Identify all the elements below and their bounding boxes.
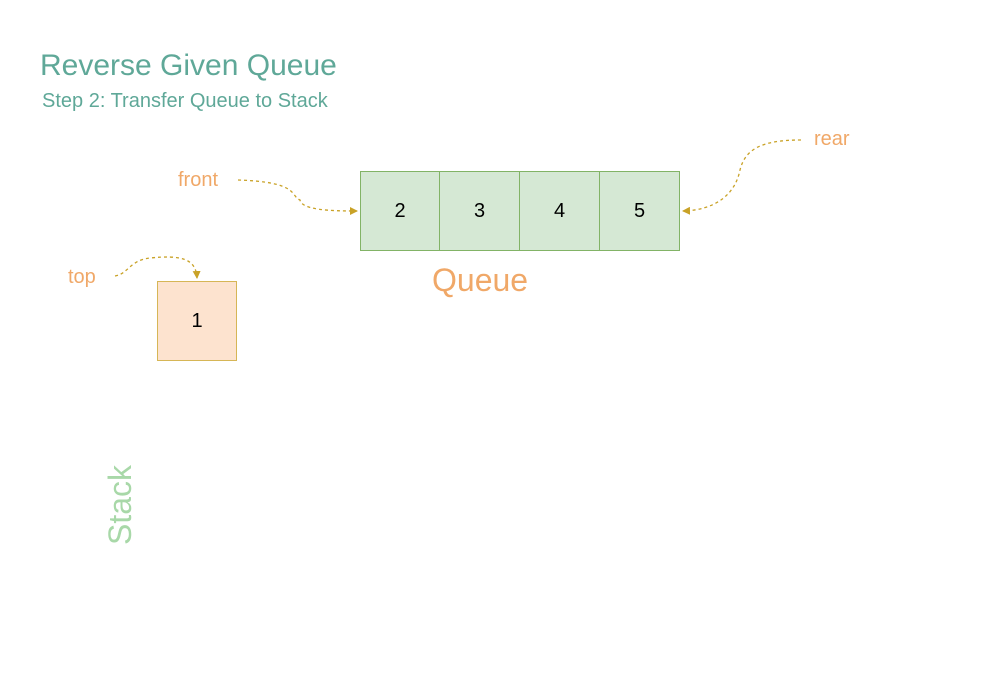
top-pointer-label: top [68, 266, 96, 288]
front-pointer-label: front [178, 169, 219, 191]
queue-label: Queue [432, 262, 529, 298]
queue-container: 2 3 4 5 [360, 171, 680, 251]
diagram-subtitle: Step 2: Transfer Queue to Stack [42, 90, 328, 112]
queue-cell: 5 [600, 171, 680, 251]
queue-cell: 2 [360, 171, 440, 251]
front-arrow [237, 179, 358, 215]
rear-pointer-label: rear [814, 128, 850, 150]
diagram-title: Reverse Given Queue [40, 49, 337, 82]
top-arrow [114, 256, 201, 279]
stack-cell: 1 [157, 281, 237, 361]
queue-cell: 4 [520, 171, 600, 251]
rear-arrow [682, 139, 802, 215]
queue-cell: 3 [440, 171, 520, 251]
